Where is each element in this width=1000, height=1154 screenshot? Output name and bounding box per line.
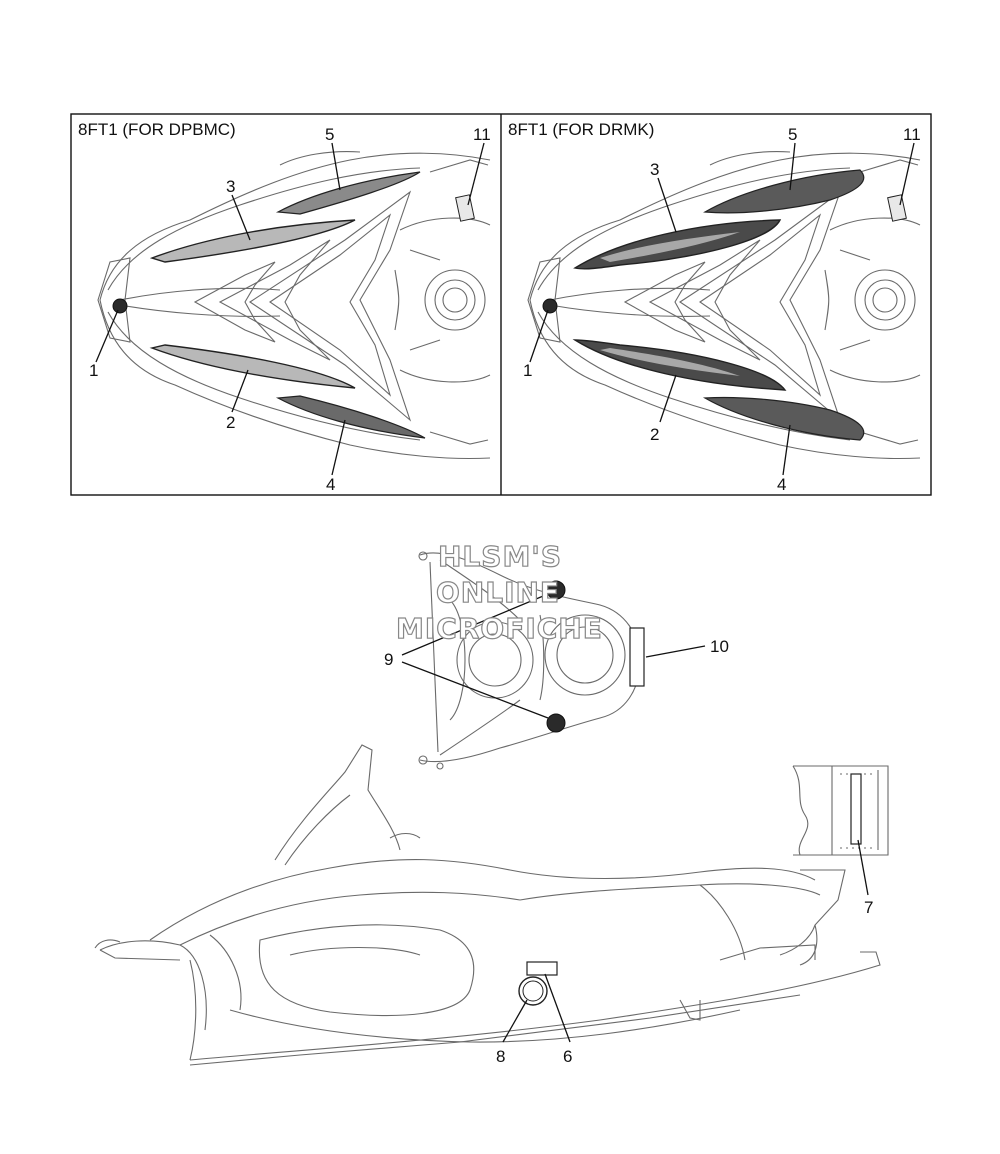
side-view-drawing bbox=[94, 744, 881, 1066]
emblem-9-upper bbox=[546, 580, 566, 600]
label-10 bbox=[629, 627, 645, 687]
watermark-line3: MICROFICHE bbox=[396, 612, 603, 645]
right-callout-3: 3 bbox=[650, 160, 659, 179]
left-callout-3: 3 bbox=[226, 177, 235, 196]
callout-9: 9 bbox=[384, 650, 393, 669]
callout-6: 6 bbox=[563, 1047, 572, 1066]
right-decal-5 bbox=[703, 169, 865, 214]
label-7 bbox=[850, 773, 862, 845]
left-callout-2: 2 bbox=[226, 413, 235, 432]
left-hood-drawing bbox=[97, 151, 491, 460]
left-callout-5: 5 bbox=[325, 125, 334, 144]
left-callout-1: 1 bbox=[89, 361, 98, 380]
right-panel-title: 8FT1 (FOR DRMK) bbox=[508, 120, 654, 139]
left-emblem-1 bbox=[112, 298, 128, 314]
left-panel-title: 8FT1 (FOR DPBMC) bbox=[78, 120, 236, 139]
callout-7: 7 bbox=[864, 898, 873, 917]
right-callout-2: 2 bbox=[650, 425, 659, 444]
left-decal-2 bbox=[149, 344, 356, 389]
emblem-9-lower bbox=[546, 713, 566, 733]
left-decal-5 bbox=[275, 171, 421, 215]
label-6 bbox=[526, 961, 558, 976]
callout-8: 8 bbox=[496, 1047, 505, 1066]
watermark-line1: HLSM'S bbox=[438, 540, 562, 573]
right-callout-5: 5 bbox=[788, 125, 797, 144]
emblem-8-inner bbox=[522, 980, 544, 1002]
right-callout-11: 11 bbox=[903, 125, 921, 144]
right-decal-2-flame bbox=[600, 348, 740, 376]
right-decal-3-flame bbox=[600, 232, 740, 262]
right-decal-4 bbox=[702, 396, 865, 441]
watermark-line2: ONLINE bbox=[436, 576, 560, 609]
right-emblem-1 bbox=[542, 298, 558, 314]
inset-detail-7 bbox=[792, 765, 889, 856]
left-label-11 bbox=[455, 194, 475, 222]
right-hood-drawing bbox=[527, 151, 921, 460]
left-callout-4: 4 bbox=[326, 475, 335, 494]
right-label-11 bbox=[887, 194, 907, 222]
callout-10: 10 bbox=[710, 637, 729, 656]
left-decal-4 bbox=[275, 395, 426, 439]
left-decal-3 bbox=[149, 219, 356, 263]
right-callout-4: 4 bbox=[777, 475, 786, 494]
left-callout-11: 11 bbox=[473, 125, 491, 144]
right-callout-1: 1 bbox=[523, 361, 532, 380]
